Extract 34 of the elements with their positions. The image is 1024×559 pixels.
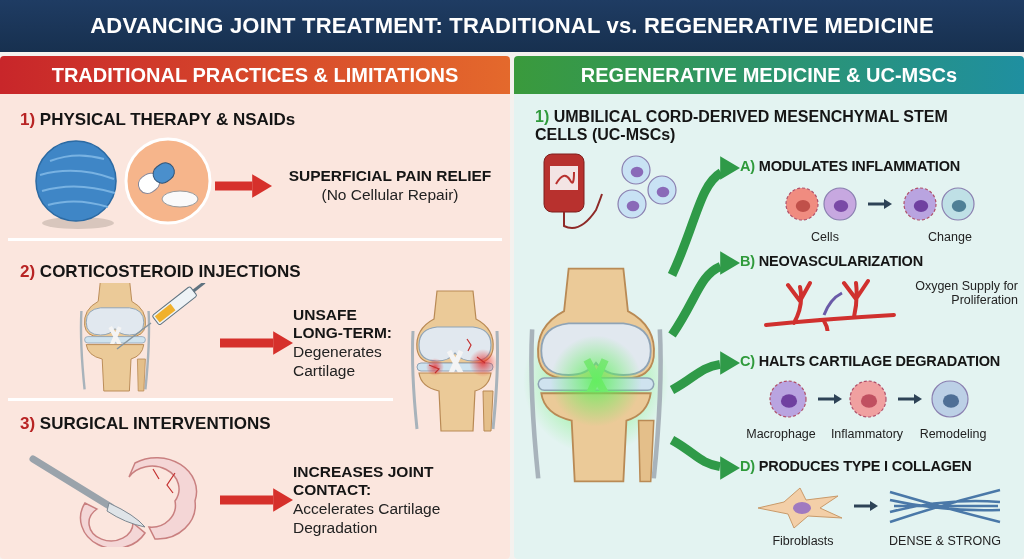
- arrow: [668, 252, 741, 338]
- node-label: Fibroblasts: [771, 534, 835, 549]
- finding-heading: D) PRODUCES TYPE I COLLAGEN: [740, 458, 972, 474]
- node-label: Oxygen Supply for Proliferation: [914, 279, 1018, 308]
- arrow: [669, 351, 741, 394]
- result-note: Degenerates Cartilage: [293, 343, 383, 381]
- panel: [514, 56, 1024, 559]
- result-note: (No Cellular Repair): [321, 186, 459, 205]
- arrow: [667, 158, 741, 277]
- section-heading: 1) UMBILICAL CORD-DERIVED MESENCHYMAL STEM CELLS (UC-MSCs): [535, 108, 949, 145]
- result-heading: INCREASES JOINT CONTACT:: [293, 462, 435, 500]
- arrow: [220, 488, 293, 512]
- node-label: Cells: [810, 230, 840, 245]
- node-label: DENSE & STRONG: [888, 534, 1002, 549]
- node-label: Inflammatory: [829, 427, 905, 442]
- section-heading: 3) SURGICAL INTERVENTIONS: [20, 414, 272, 434]
- result-note: Accelerates Cartilage Degradation: [293, 500, 442, 538]
- section-heading: 1) PHYSICAL THERAPY & NSAIDs: [20, 110, 297, 130]
- arrow: [669, 436, 741, 480]
- finding-heading: C) HALTS CARTILAGE DEGRADATION: [740, 353, 1001, 369]
- node-label: Remodeling: [918, 427, 988, 442]
- arrow: [220, 331, 293, 355]
- result-heading: UNSAFE LONG-TERM:: [293, 305, 393, 343]
- result-heading: SUPERFICIAL PAIN RELIEF: [288, 167, 492, 186]
- title-bar: ADVANCING JOINT TREATMENT: TRADITIONAL vs. REGENERATIVE MEDICINE: [0, 0, 1024, 52]
- node-label: Macrophage: [745, 427, 817, 442]
- finding-heading: B) NEOVASCULARIZATION: [740, 253, 923, 269]
- panel-header: REGENERATIVE MEDICINE & UC-MSCs: [514, 56, 1024, 94]
- panel-header: TRADITIONAL PRACTICES & LIMITATIONS: [0, 56, 510, 94]
- section-heading: 2) CORTICOSTEROID INJECTIONS: [20, 262, 302, 282]
- arrow: [215, 174, 272, 198]
- panel: [0, 56, 510, 559]
- finding-heading: A) MODULATES INFLAMMATION: [740, 158, 960, 174]
- node-label: Change: [927, 230, 973, 245]
